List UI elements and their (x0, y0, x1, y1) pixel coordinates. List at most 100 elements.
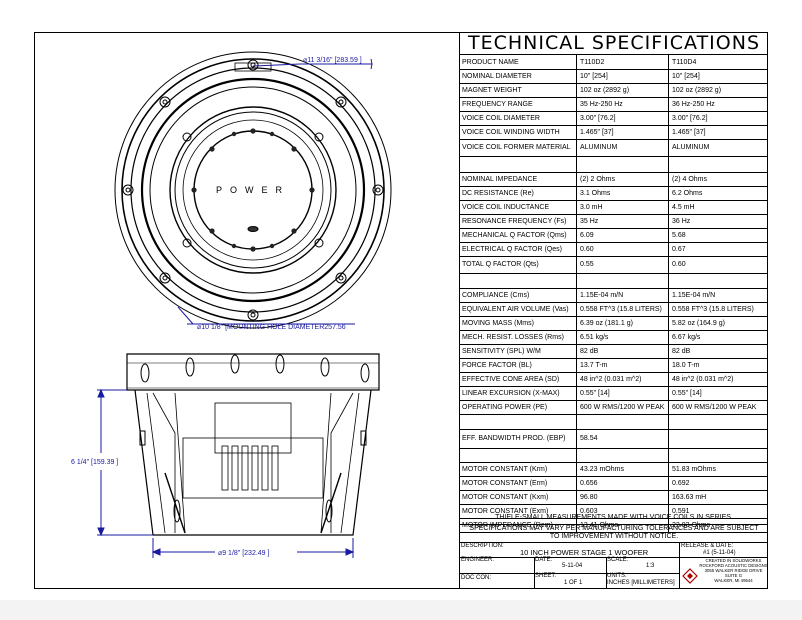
spec-value-d2: 43.23 mOhms (577, 462, 669, 476)
spec-value-d4: 4.5 mH (672, 203, 695, 211)
spec-value-d4: 5.68 (672, 231, 686, 239)
company-line4: SUITE G (724, 573, 743, 578)
spec-row-label: MOTOR CONSTANT (Krm) (460, 462, 577, 476)
spec-row (460, 448, 768, 463)
doc-con-cell: DOC CON: (460, 573, 535, 588)
title-block: DESCRIPTION: 10 INCH POWER STAGE 1 WOOFE… (460, 543, 768, 588)
spec-row-label: VOICE COIL FORMER MATERIAL (460, 139, 577, 156)
sheet-value: 1 OF 1 (564, 580, 583, 586)
spec-value-d4: 0.67 (672, 245, 686, 253)
spec-value-d4: 3.00" [76.2] (672, 114, 708, 122)
spec-value-d2: 35 Hz-250 Hz (577, 97, 669, 111)
spec-value-d2: 600 W RMS/1200 W PEAK (577, 400, 669, 414)
spec-row: OPERATING POWER (PE)600 W RMS/1200 W PEA… (460, 400, 768, 415)
spec-value-d2 (577, 156, 669, 172)
scale-cell: SCALE: 1:3 (606, 557, 680, 574)
spec-row: MOVING MASS (Mms)6.39 oz (181.1 g)5.82 o… (460, 316, 768, 331)
spec-value-d2: ALUMINUM (577, 139, 669, 156)
spec-value-d2: T110D2 (577, 55, 669, 69)
spec-value-d4 (669, 156, 768, 172)
dim-mounting-hole (177, 306, 355, 325)
spec-row-label: TOTAL Q FACTOR (Qts) (460, 256, 577, 273)
release-cell: RELEASE & DATE: #1 (5-11-04) (679, 543, 768, 558)
note-spec-line1: SPECIFICATIONS MAY VARY PER MANUFACTURIN… (469, 525, 759, 532)
spec-value-d2: 102 oz (2892 g) (577, 83, 669, 97)
spec-row-label: VOICE COIL INDUCTANCE (460, 200, 577, 214)
spec-value-d4: 0.558 FT^3 (15.8 LITERS) (672, 305, 754, 313)
spec-value-d2: 48 in^2 (0.031 m^2) (577, 372, 669, 386)
spec-row-label: LINEAR EXCURSION (X-MAX) (460, 386, 577, 400)
spec-value-d4: ALUMINUM (672, 144, 710, 151)
spec-row-label (460, 414, 577, 429)
spec-row-label: VOICE COIL WINDING WIDTH (460, 125, 577, 139)
release-value: #1 (5-11-04) (703, 550, 736, 556)
spec-row-label (460, 156, 577, 172)
spec-value-d2: 0.55 (577, 256, 669, 273)
sheet-cell: SHEET: 1 OF 1 (534, 573, 607, 588)
spec-value-d2: 0.603 (577, 504, 669, 518)
spec-row: NOMINAL IMPEDANCE(2) 2 Ohms(2) 4 Ohms (460, 172, 768, 187)
spec-row-label (460, 448, 577, 462)
date-cell: DATE: 5-11-04 (534, 557, 607, 574)
dim-outer-diameter (252, 58, 373, 70)
spec-row (460, 273, 768, 289)
spec-value-d4: 36 Hz-250 Hz (672, 100, 715, 108)
spec-value-d2: (2) 2 Ohms (577, 172, 669, 186)
date-label: DATE: (535, 557, 553, 563)
spec-value-d4: 600 W RMS/1200 W PEAK (672, 403, 757, 411)
spec-value-d2: 3.0 mH (577, 200, 669, 214)
spec-value-d2: 3.00" [76.2] (577, 111, 669, 125)
spec-row-label: MOVING MASS (Mms) (460, 316, 577, 330)
spec-row-label: NOMINAL IMPEDANCE (460, 172, 577, 186)
description-label: DESCRIPTION: (461, 543, 504, 549)
company-line3: 3055 WALKER RIDGE DRIVE (704, 568, 763, 573)
spec-row-label: OPERATING POWER (PE) (460, 400, 577, 414)
note-specifications: SPECIFICATIONS MAY VARY PER MANUFACTURIN… (460, 524, 768, 543)
spec-value-d2: 0.656 (577, 476, 669, 490)
spec-value-d2: 96.80 (577, 490, 669, 504)
spec-value-d4: 0.60 (672, 261, 686, 268)
sheet-label: SHEET: (535, 573, 557, 579)
spec-row (460, 414, 768, 430)
spec-row-label: SENSITIVITY (SPL) W/M (460, 344, 577, 358)
spec-value-d4: 82 dB (672, 347, 691, 355)
brand-logo-text: POWER (216, 185, 290, 195)
spec-value-d4: 102 oz (2892 g) (672, 86, 722, 94)
dim-outer-label: ⌀11 3/16" [283.59 ] (303, 57, 362, 64)
company-line2: ROCKFORD ACOUSTIC DESIGNS (699, 563, 768, 568)
spec-title: TECHNICAL SPECIFICATIONS (460, 33, 768, 55)
units-cell: UNITS: INCHES [MILLIMETERS] (606, 573, 680, 588)
spec-value-d2: 35 Hz (577, 214, 669, 228)
spec-value-d4: 163.63 mH (672, 493, 707, 501)
spec-value-d2: 82 dB (577, 344, 669, 358)
company-line1: CREATED IN SOLIDWORKS (705, 558, 762, 563)
bottom-band (0, 600, 802, 620)
spec-value-d4: 0.591 (672, 507, 690, 515)
spec-row-label: MOTOR CONSTANT (Exm) (460, 504, 577, 518)
top-view (114, 51, 392, 329)
spec-row-label: EFF. BANDWIDTH PROD. (EBP) (460, 429, 577, 448)
spec-row-label: VOICE COIL DIAMETER (460, 111, 577, 125)
spec-row-label: MAGNET WEIGHT (460, 83, 577, 97)
dim-base-diameter (151, 538, 355, 558)
doc-con-label: DOC CON: (461, 575, 491, 581)
spec-row: EFF. BANDWIDTH PROD. (EBP)58.54 (460, 429, 768, 449)
units-label: UNITS: (607, 573, 627, 579)
spec-value-d4 (669, 448, 768, 462)
spec-value-d4: 51.83 mOhms (672, 465, 716, 473)
spec-value-d4 (669, 414, 768, 429)
spec-value-d2: 1.465" [37] (577, 125, 669, 139)
spec-value-d2 (577, 414, 669, 429)
engineer-cell: ENGINEER: (460, 557, 535, 574)
spec-value-d4: 48 in^2 (0.031 m^2) (672, 375, 734, 383)
spec-value-d4: 0.55" [14] (672, 389, 702, 397)
